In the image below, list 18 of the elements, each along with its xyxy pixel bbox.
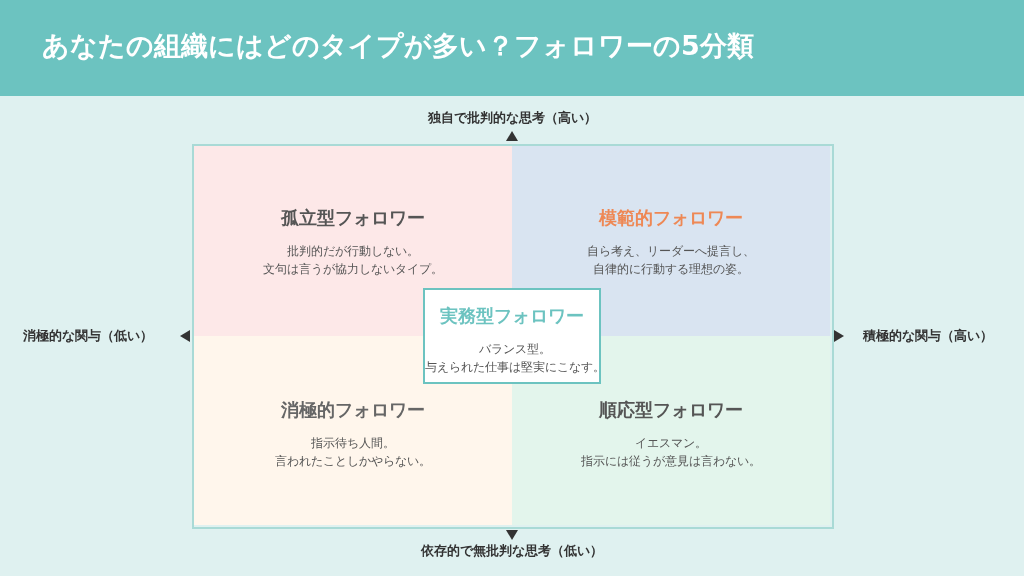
axis-label: 消極的な関与（低い） <box>23 327 153 345</box>
highlight-box <box>423 288 601 384</box>
quadrant-panel <box>512 146 830 336</box>
axis-label: 積極的な関与（高い） <box>863 327 993 345</box>
quadrant-panel <box>194 146 512 336</box>
type-description: 指示待ち人間。言われたことしかやらない。 <box>275 435 431 470</box>
type-description: バランス型。与えられた仕事は堅実にこなす。 <box>425 341 605 376</box>
type-heading: 孤立型フォロワー <box>281 206 425 230</box>
type-heading: 実務型フォロワー <box>440 304 584 328</box>
type-heading: 消極的フォロワー <box>281 398 425 422</box>
axis-label: 依存的で無批判な思考（低い） <box>421 542 603 560</box>
type-heading: 模範的フォロワー <box>599 206 743 230</box>
type-heading: 順応型フォロワー <box>599 398 743 422</box>
title: あなたの組織にはどのタイプが多い？フォロワーの5分類 <box>42 29 754 63</box>
axis-label: 独自で批判的な思考（高い） <box>427 109 597 127</box>
type-description: 自ら考え、リーダーへ提言し、自律的に行動する理想の姿。 <box>587 243 755 278</box>
type-description: イエスマン。指示には従うが意見は言わない。 <box>581 435 761 470</box>
type-description: 批判的だが行動しない。文句は言うが協力しないタイプ。 <box>263 243 443 278</box>
